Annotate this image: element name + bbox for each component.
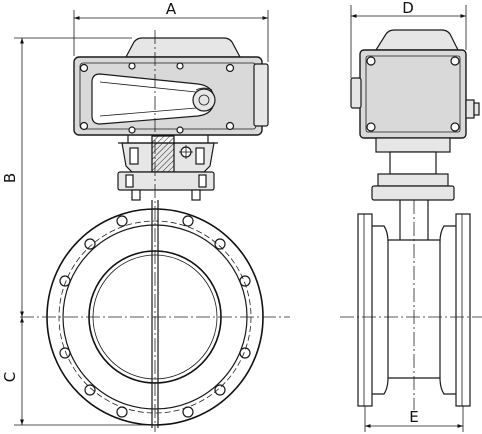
dimension-b: B bbox=[1, 37, 132, 317]
side-flange-left bbox=[357, 213, 373, 407]
dimension-a-label: A bbox=[166, 0, 177, 18]
dimension-e: E bbox=[364, 406, 464, 432]
side-view bbox=[340, 29, 482, 410]
actuator-cap bbox=[125, 37, 241, 58]
position-indicator-icon bbox=[192, 88, 216, 112]
side-flange-right bbox=[455, 213, 471, 407]
dimension-d: D bbox=[350, 0, 467, 78]
dimension-e-label: E bbox=[409, 408, 418, 426]
dimension-c-label: C bbox=[1, 372, 19, 382]
side-actuator-housing bbox=[359, 49, 467, 139]
side-cover-screws bbox=[366, 56, 460, 132]
dimension-a: A bbox=[73, 0, 269, 62]
mounting-bracket bbox=[118, 135, 218, 173]
actuator-side-plate bbox=[253, 63, 269, 127]
dimension-c: C bbox=[1, 317, 155, 426]
neck-flange bbox=[117, 171, 215, 191]
dimension-b-label: B bbox=[1, 173, 19, 183]
cable-gland bbox=[465, 99, 475, 119]
front-view bbox=[20, 30, 290, 432]
cover-screws bbox=[79, 62, 235, 134]
bolt-holes bbox=[59, 215, 251, 418]
dimension-d-label: D bbox=[402, 0, 414, 17]
